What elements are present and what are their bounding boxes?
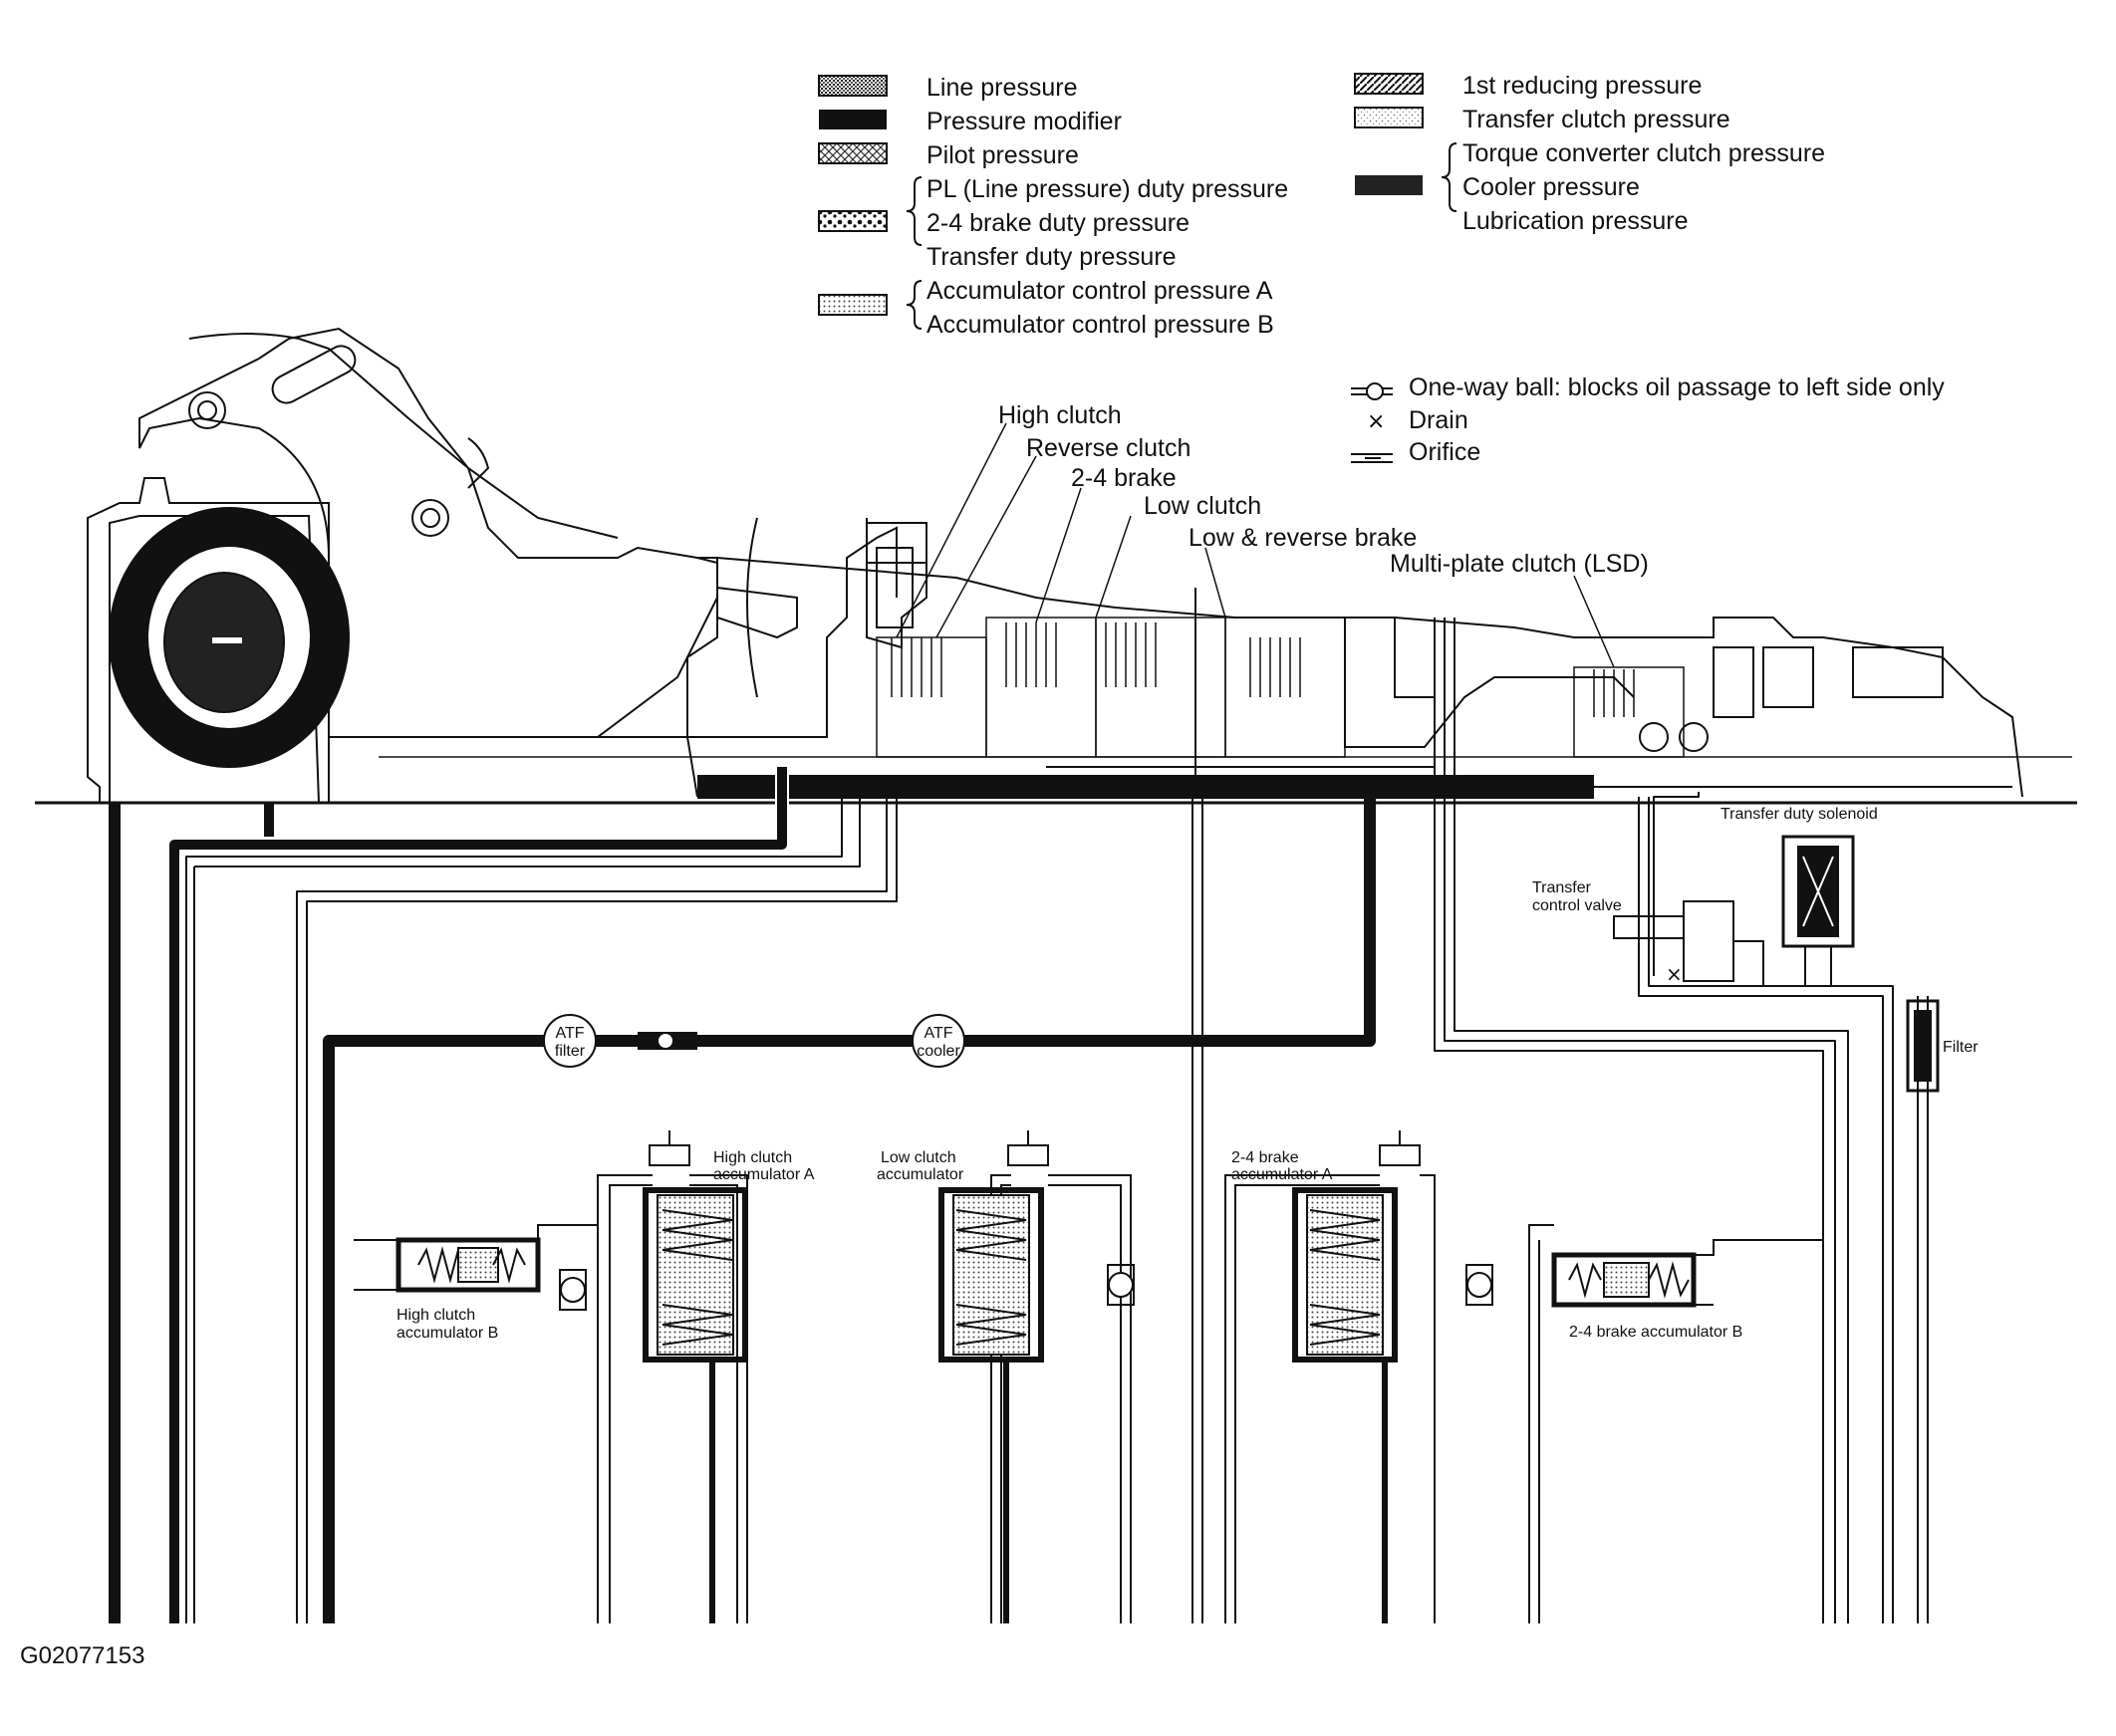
legend-accum-b: Accumulator control pressure B <box>926 311 1274 339</box>
filter <box>1906 999 1940 1093</box>
legend-lubrication: Lubrication pressure <box>1462 207 1689 235</box>
label-hc-accum-b-2: accumulator B <box>397 1325 498 1342</box>
legend-line-pressure: Line pressure <box>926 74 1077 102</box>
atf-filter: ATF filter <box>543 1014 597 1068</box>
low-reverse-brake-pack <box>1224 617 1346 758</box>
legend-orifice: Orifice <box>1409 438 1480 466</box>
brake-24-pack <box>1095 617 1226 758</box>
one-way-ball-icon <box>638 1032 697 1050</box>
legend-transfer-duty: Transfer duty pressure <box>926 243 1177 271</box>
legend-24-brake-duty: 2-4 brake duty pressure <box>926 209 1190 237</box>
legend-drain: Drain <box>1409 406 1468 434</box>
svg-text:cooler: cooler <box>917 1043 960 1060</box>
drain-icon: × <box>1367 409 1385 434</box>
label-b24-accum-a-2: accumulator A <box>1231 1166 1333 1183</box>
brake-24-accumulator-a <box>1224 1130 1436 1623</box>
transfer-duty-solenoid <box>1781 835 1855 987</box>
label-hc-accum-a-2: accumulator A <box>713 1166 815 1183</box>
legend-pl-duty: PL (Line pressure) duty pressure <box>926 175 1288 203</box>
svg-text:filter: filter <box>555 1043 586 1060</box>
label-transfer-duty-solenoid: Transfer duty solenoid <box>1720 806 1878 823</box>
atf-cooler: ATF cooler <box>912 1014 965 1068</box>
orifice-icon <box>1351 453 1393 463</box>
one-way-ball-icon <box>1351 382 1393 400</box>
swatch-duty-pressure <box>818 210 888 232</box>
legend-pilot-pressure: Pilot pressure <box>926 141 1079 169</box>
label-b24-accum-a-1: 2-4 brake <box>1231 1149 1299 1166</box>
legend-1st-reducing: 1st reducing pressure <box>1462 72 1702 100</box>
drain-icon: × <box>1666 962 1683 986</box>
swatch-accumulator-pressure <box>818 294 888 316</box>
swatch-transfer-clutch <box>1354 107 1424 128</box>
legend-accum-a: Accumulator control pressure A <box>926 277 1273 305</box>
reverse-clutch-pack <box>985 617 1097 758</box>
swatch-pressure-modifier <box>819 110 887 129</box>
oil-passages <box>109 618 1929 1623</box>
label-b24-accum-b: 2-4 brake accumulator B <box>1569 1324 1742 1341</box>
swatch-line-pressure <box>818 75 888 97</box>
legend-cooler-pressure: Cooler pressure <box>1462 173 1640 201</box>
label-low-clutch: Low clutch <box>1144 492 1261 520</box>
legend-transfer-clutch: Transfer clutch pressure <box>1462 106 1730 133</box>
label-hc-accum-a-1: High clutch <box>713 1149 792 1166</box>
swatch-pilot-pressure <box>818 142 888 164</box>
component-labels: High clutch Reverse clutch 2-4 brake Low… <box>397 401 1979 1342</box>
legend-pressure-modifier: Pressure modifier <box>926 108 1122 135</box>
label-low-reverse-brake: Low & reverse brake <box>1189 524 1417 552</box>
label-hc-accum-b-1: High clutch <box>397 1307 475 1324</box>
swatch-1st-reducing <box>1354 73 1424 95</box>
legend-torque-converter: Torque converter clutch pressure <box>1462 139 1825 167</box>
swatch-cooler-group <box>1355 175 1423 195</box>
label-filter: Filter <box>1943 1039 1979 1056</box>
label-lsd: Multi-plate clutch (LSD) <box>1390 550 1649 578</box>
figure-code: G02077153 <box>20 1642 144 1669</box>
legend: Line pressure Pressure modifier Pilot pr… <box>818 72 1945 466</box>
high-clutch-accumulator-a <box>597 1130 748 1623</box>
label-lc-accum-2: accumulator <box>877 1166 964 1183</box>
svg-text:ATF: ATF <box>555 1025 584 1042</box>
brake-24-accumulator-b <box>1465 1224 1823 1623</box>
label-transfer-control-valve-1: Transfer <box>1532 879 1592 896</box>
svg-text:ATF: ATF <box>924 1025 952 1042</box>
transfer-control-valve: × <box>1613 900 1783 987</box>
high-clutch-accumulator-b <box>354 1224 598 1311</box>
label-reverse-clutch: Reverse clutch <box>1026 434 1190 462</box>
label-lc-accum-1: Low clutch <box>881 1149 956 1166</box>
legend-one-way-ball: One-way ball: blocks oil passage to left… <box>1409 373 1945 401</box>
label-high-clutch: High clutch <box>998 401 1122 429</box>
high-clutch-pack <box>876 636 987 758</box>
label-24-brake: 2-4 brake <box>1071 464 1177 492</box>
label-transfer-control-valve-2: control valve <box>1532 897 1622 914</box>
low-clutch-accumulator <box>938 1130 1135 1623</box>
